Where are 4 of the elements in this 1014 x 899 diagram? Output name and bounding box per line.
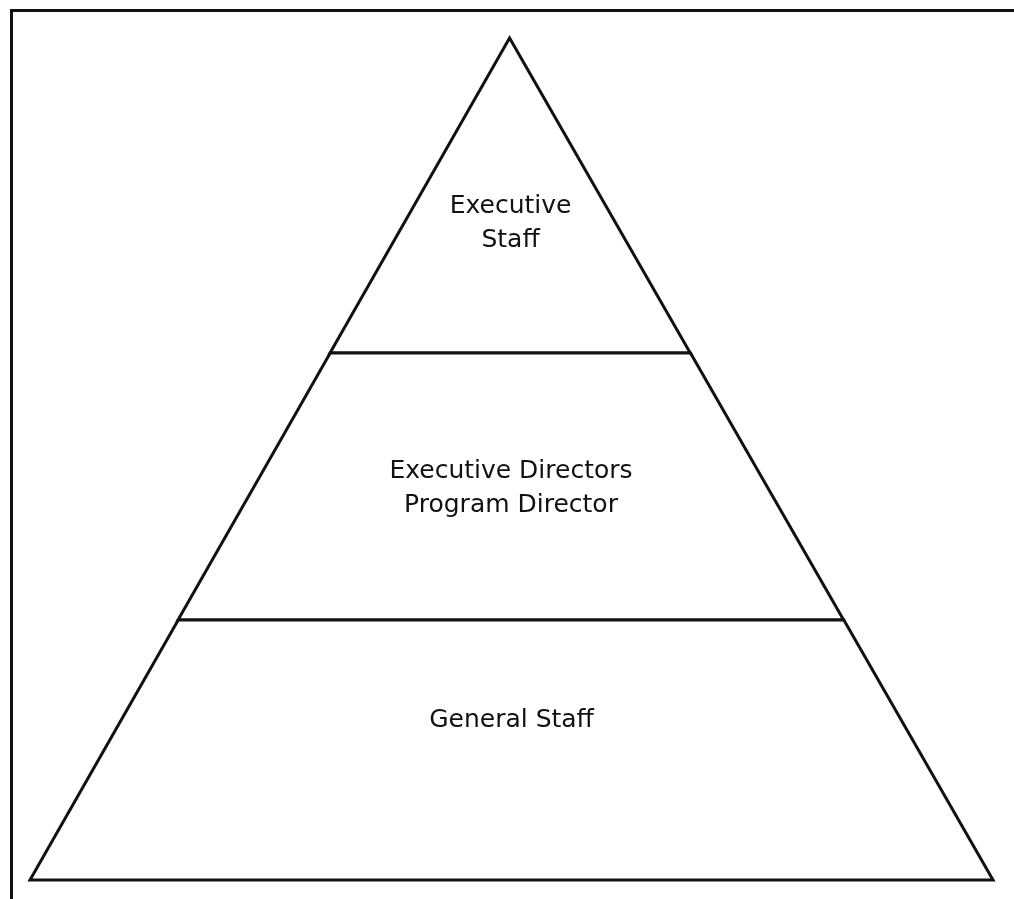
tier-label: Executive Directors	[389, 454, 633, 486]
tier-label: General Staff	[429, 703, 594, 735]
tier-label: Executive Staff	[448, 189, 573, 255]
tier-label: Program Director	[404, 487, 618, 520]
